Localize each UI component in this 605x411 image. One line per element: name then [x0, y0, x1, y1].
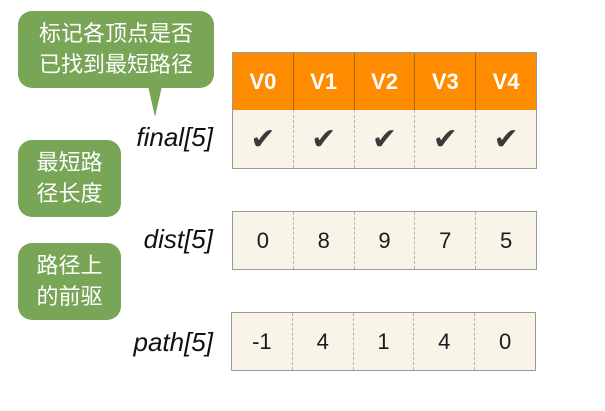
final-array: ✔ ✔ ✔ ✔ ✔ [232, 110, 537, 169]
label-dist: dist[5] [143, 224, 213, 254]
path-cell-0: -1 [232, 313, 292, 370]
checkmark-icon: ✔ [311, 122, 337, 156]
checkmark-icon: ✔ [371, 122, 398, 156]
callout-path-line-2: 的前驱 [36, 285, 103, 310]
dist-cell-1: 8 [292, 212, 354, 269]
header-cell-v4: V4 [475, 53, 536, 110]
final-cell-3: ✔ [414, 110, 476, 168]
checkmark-icon: ✔ [250, 122, 276, 156]
final-cell-0: ✔ [233, 110, 293, 168]
callout-path: 路径上 的前驱 [18, 243, 121, 320]
callout-final: 标记各顶点是否 已找到最短路径 [18, 11, 214, 88]
checkmark-icon: ✔ [432, 122, 458, 156]
label-path: path[5] [133, 327, 213, 357]
checkmark-icon: ✔ [493, 122, 519, 156]
final-cell-2: ✔ [353, 110, 415, 168]
header-cell-v1: V1 [292, 53, 354, 110]
dist-array: 0 8 9 7 5 [232, 211, 537, 270]
header-cell-v3: V3 [414, 53, 476, 110]
callout-final-line-1: 标记各顶点是否 [38, 22, 193, 47]
header-cell-v2: V2 [353, 53, 415, 110]
path-cell-1: 4 [291, 313, 353, 370]
path-cell-3: 4 [413, 313, 475, 370]
callout-final-tail [148, 86, 162, 117]
callout-final-line-2: 已找到最短路径 [38, 53, 193, 78]
final-cell-1: ✔ [292, 110, 354, 168]
dist-cell-4: 5 [475, 212, 536, 269]
dist-cell-0: 0 [233, 212, 293, 269]
dist-cell-3: 7 [414, 212, 476, 269]
path-array: -1 4 1 4 0 [231, 312, 536, 371]
callout-dist-line-2: 径长度 [36, 182, 103, 207]
callout-path-line-1: 路径上 [36, 254, 103, 279]
path-cell-4: 0 [474, 313, 535, 370]
vertex-header-row: V0 V1 V2 V3 V4 [232, 52, 537, 111]
callout-dist: 最短路 径长度 [18, 140, 121, 217]
header-cell-v0: V0 [233, 53, 293, 110]
dist-cell-2: 9 [353, 212, 415, 269]
callout-dist-line-1: 最短路 [36, 151, 103, 176]
label-final: final[5] [136, 122, 213, 152]
final-cell-4: ✔ [475, 110, 536, 168]
path-cell-2: 1 [352, 313, 414, 370]
